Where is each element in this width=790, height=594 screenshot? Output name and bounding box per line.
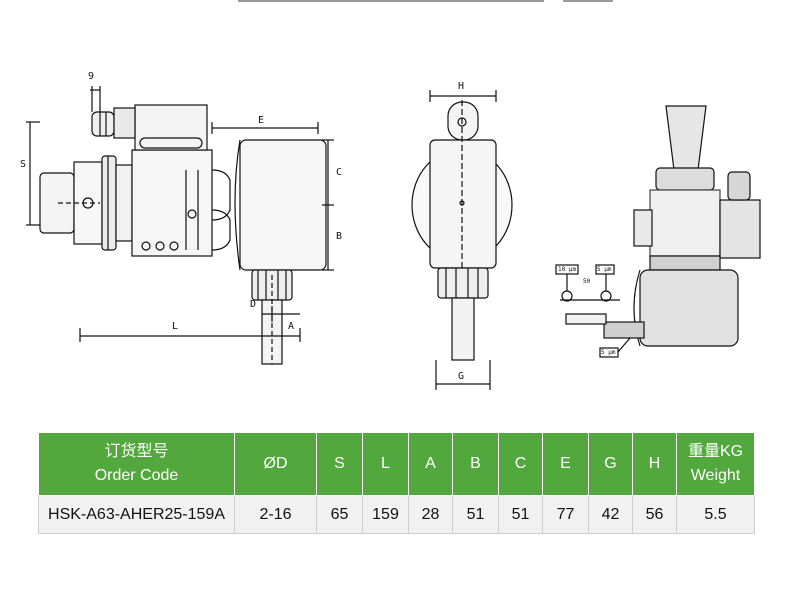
dim-label-a: A	[288, 321, 295, 332]
drawing-svg	[26, 86, 761, 390]
header-col: H	[632, 432, 677, 496]
header-weight-cn: 重量KG	[687, 443, 744, 460]
dim-label-e: E	[258, 115, 265, 126]
header-col: E	[542, 432, 589, 496]
header-weight: 重量KG Weight	[676, 432, 755, 496]
cell-weight: 5.5	[676, 495, 755, 534]
table-cell: 28	[408, 495, 453, 534]
header-order-code: 订货型号 Order Code	[38, 432, 235, 496]
dim-label-g: G	[458, 371, 465, 382]
cell-order-code: HSK-A63-AHER25-159A	[38, 495, 235, 534]
header-col: L	[362, 432, 409, 496]
dim-label-s: S	[20, 159, 27, 170]
probe-label-bottom: 5 μm	[601, 349, 616, 356]
top-divider-segment	[563, 0, 613, 2]
dim-label-h: H	[458, 81, 465, 92]
table-row: HSK-A63-AHER25-159A 2-16 65 159 28 51 51…	[38, 495, 755, 534]
front-view	[411, 90, 513, 390]
dim-label-l: L	[172, 321, 179, 332]
dim-label-d: D	[250, 299, 257, 310]
dim-label-c: C	[336, 167, 343, 178]
table-cell: 2-16	[234, 495, 317, 534]
probe-label-right: 5 μm	[597, 266, 612, 273]
dim-label-b: B	[336, 231, 343, 242]
table-cell: 56	[632, 495, 677, 534]
header-col: ØD	[234, 432, 317, 496]
table-cell: 77	[542, 495, 589, 534]
top-divider	[0, 0, 790, 4]
header-col: S	[316, 432, 363, 496]
header-col: A	[408, 432, 453, 496]
table-cell: 42	[588, 495, 633, 534]
technical-drawing: 9 S E C B D A L H G 10 μm 5 μm 50 5 μm	[0, 60, 790, 400]
probe-label-span: 50	[583, 278, 591, 285]
table-cell: 51	[452, 495, 499, 534]
table-header-row: 订货型号 Order Code ØD S L A B C E G H 重量KG …	[38, 432, 755, 496]
top-divider-segment	[238, 0, 544, 2]
header-col: B	[452, 432, 499, 496]
table-cell: 51	[498, 495, 543, 534]
spec-table: 订货型号 Order Code ØD S L A B C E G H 重量KG …	[38, 432, 755, 534]
header-weight-en: Weight	[690, 467, 741, 484]
header-order-code-en: Order Code	[94, 467, 179, 484]
header-col: C	[498, 432, 543, 496]
header-order-code-cn: 订货型号	[104, 443, 169, 460]
product-render	[555, 105, 761, 358]
table-cell: 65	[316, 495, 363, 534]
probe-label-left: 10 μm	[558, 266, 577, 273]
table-cell: 159	[362, 495, 409, 534]
dim-label-9: 9	[88, 71, 95, 82]
side-view	[26, 86, 334, 365]
header-col: G	[588, 432, 633, 496]
